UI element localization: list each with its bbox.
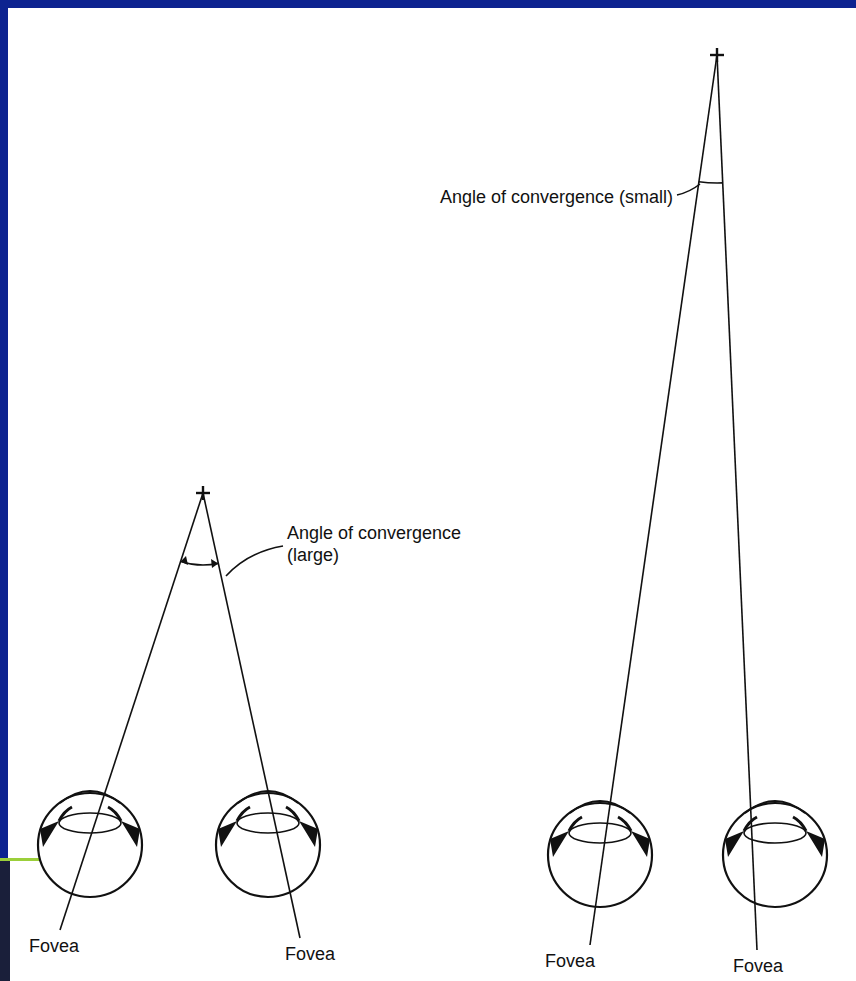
- eye: [548, 801, 652, 907]
- fovea-label: Fovea: [285, 943, 335, 965]
- fovea-label: Fovea: [29, 935, 79, 957]
- eye: [216, 791, 320, 897]
- eye: [723, 801, 827, 907]
- eye: [38, 791, 142, 897]
- fovea-label: Fovea: [733, 955, 783, 977]
- fovea-label: Fovea: [545, 950, 595, 972]
- angle-label: Angle of convergence (small): [440, 186, 673, 208]
- angle-label: Angle of convergence (large): [287, 522, 472, 566]
